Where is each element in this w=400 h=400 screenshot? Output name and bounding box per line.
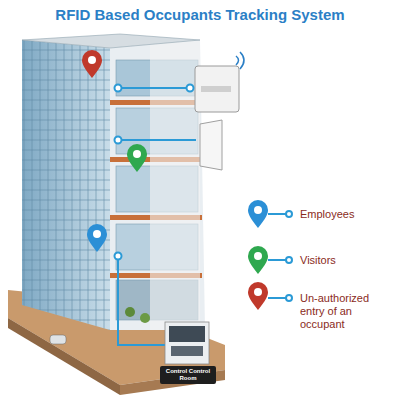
rfid-reader — [195, 66, 239, 112]
building-side — [110, 40, 205, 330]
legend-label: Visitors — [300, 254, 395, 267]
glass-facade — [22, 40, 110, 330]
leader-dot — [115, 85, 194, 260]
legend-label: Employees — [300, 208, 395, 221]
tree — [125, 307, 135, 317]
legend-pin — [248, 282, 268, 310]
legend-label: Un-authorized entry of an occupant — [300, 292, 395, 331]
monitor-wall — [169, 326, 205, 342]
panel-antenna — [200, 120, 222, 170]
ground-edge — [8, 318, 120, 395]
tree — [140, 313, 150, 323]
diagram-title: RFID Based Occupants Tracking System — [0, 6, 400, 23]
control-desk — [171, 346, 203, 356]
leader-line — [118, 88, 196, 345]
location-pin — [87, 224, 107, 252]
location-pin — [82, 50, 102, 78]
wireless-symbol — [236, 52, 244, 69]
glass-grid — [22, 40, 110, 330]
wall-column — [150, 40, 200, 330]
label-box: Control Control Room — [160, 366, 216, 384]
legend-pin — [248, 200, 268, 228]
location-pin — [127, 144, 147, 172]
reader-label — [201, 86, 231, 92]
roof — [22, 34, 200, 48]
legend-connector — [268, 211, 292, 301]
node-text: Control Control Room — [161, 368, 215, 382]
legend-pin — [248, 246, 268, 274]
control-room — [165, 322, 209, 364]
car — [50, 335, 66, 344]
